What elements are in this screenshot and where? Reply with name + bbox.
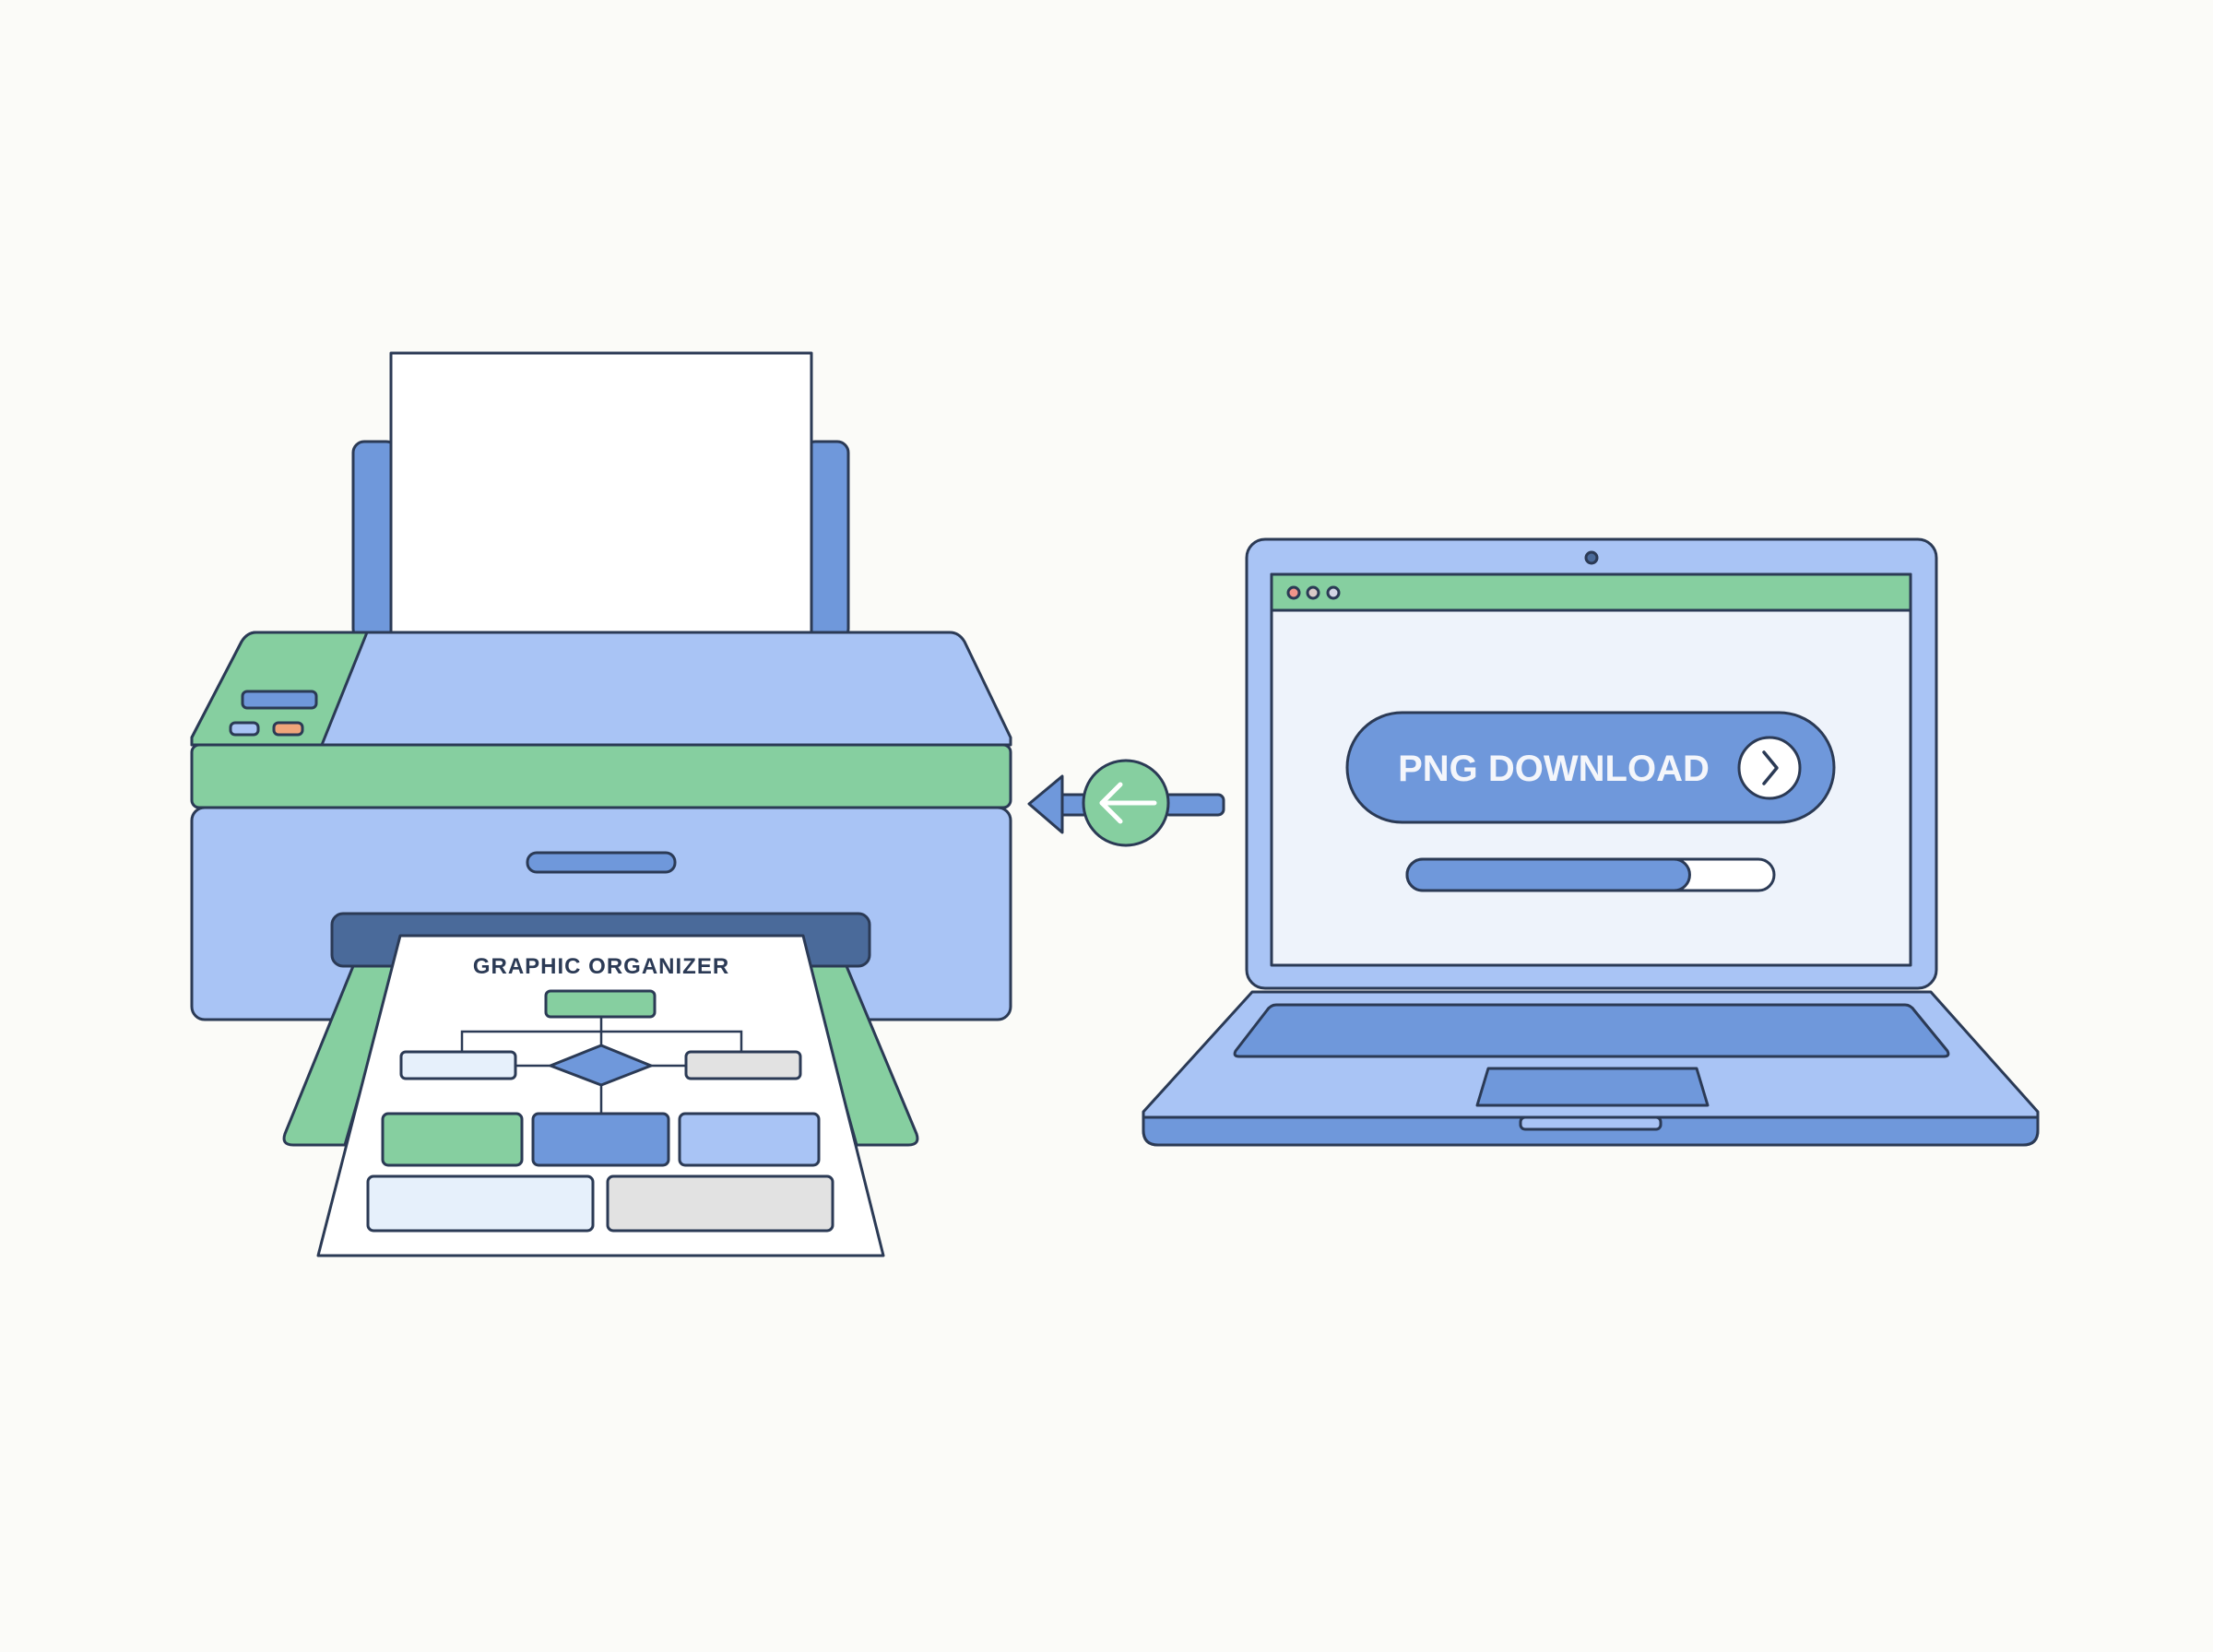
png-download-button[interactable]: PNG DOWNLOAD — [1345, 711, 1836, 824]
flow-box-top — [544, 989, 657, 1019]
control-button-orange[interactable] — [272, 721, 304, 737]
flow-box-row3-blue — [531, 1112, 670, 1167]
flow-box-row3-lightblue — [678, 1112, 821, 1167]
webcam — [1584, 550, 1599, 565]
output-tray-left — [282, 964, 398, 1147]
download-progress-bar — [1405, 857, 1776, 892]
chevron-circle — [1737, 736, 1802, 800]
base-lower-band — [1142, 1115, 2040, 1147]
flowchart — [460, 1017, 743, 1114]
download-button-label: PNG DOWNLOAD — [1398, 749, 1710, 789]
output-tray-right — [805, 964, 919, 1147]
printer-handle[interactable] — [526, 851, 677, 874]
printed-document: GRAPHIC ORGANIZER — [316, 934, 885, 1257]
input-paper — [389, 351, 813, 641]
connector — [460, 1030, 743, 1052]
printer-band — [190, 743, 1012, 809]
laptop: PNG DOWNLOAD — [1142, 537, 2040, 1147]
keyboard-area — [1233, 1003, 1950, 1058]
printer: GRAPHIC ORGANIZER — [190, 351, 1012, 1257]
chevron-right-icon — [1762, 750, 1779, 785]
control-button-blue[interactable] — [229, 721, 260, 737]
flow-box-left — [399, 1050, 517, 1080]
browser-titlebar — [1270, 572, 1912, 612]
flow-box-row4-left — [366, 1174, 595, 1233]
trackpad[interactable] — [1475, 1067, 1710, 1107]
flow-decision-diamond — [549, 1044, 653, 1087]
arrow-tail — [1162, 793, 1225, 817]
flow-box-row3-green — [381, 1112, 524, 1167]
control-display — [241, 690, 318, 710]
arrow-left-icon — [1099, 782, 1157, 824]
document-title: GRAPHIC ORGANIZER — [473, 954, 729, 979]
progress-fill — [1405, 857, 1691, 892]
arrow-head — [1027, 774, 1064, 834]
lid-notch — [1519, 1115, 1663, 1131]
transfer-arrow — [1027, 759, 1225, 847]
flow-box-row4-right — [606, 1174, 834, 1233]
window-dot-maximize[interactable] — [1326, 585, 1341, 600]
window-dot-close[interactable] — [1286, 585, 1301, 600]
flow-box-right — [684, 1050, 802, 1080]
window-dot-minimize[interactable] — [1306, 585, 1320, 600]
